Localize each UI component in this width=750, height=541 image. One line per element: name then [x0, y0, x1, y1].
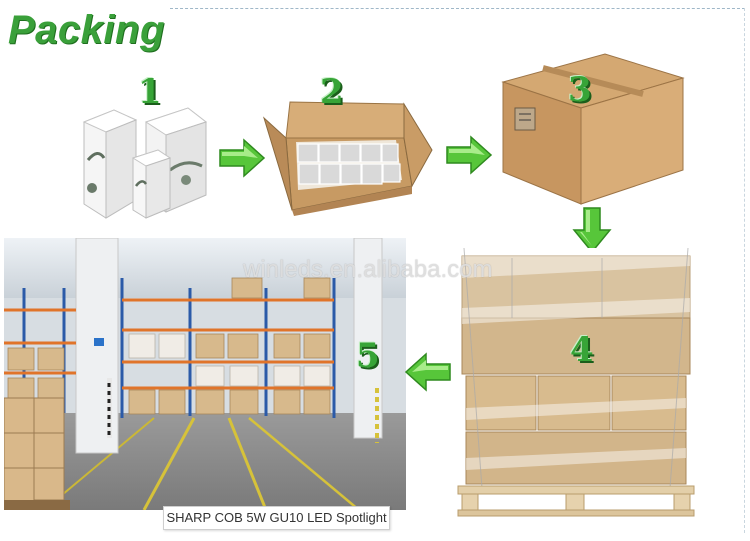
product-boxes-image	[82, 107, 208, 219]
page-title: Packing	[8, 8, 165, 52]
step-2-number: 2	[320, 72, 344, 112]
arrow-right-icon	[219, 138, 266, 178]
arrow-left-icon	[404, 352, 451, 392]
step-3-number: 3	[568, 70, 592, 110]
step-1-number: 1	[138, 72, 162, 112]
warehouse-photo	[4, 238, 406, 510]
arrow-right-icon	[446, 135, 493, 175]
right-divider	[744, 8, 745, 533]
arrow-down-icon	[572, 207, 612, 254]
open-carton-image	[262, 101, 433, 216]
sealed-carton-image	[501, 53, 685, 205]
top-divider	[170, 8, 745, 9]
wrapped-pallet-image	[452, 248, 698, 522]
product-caption: SHARP COB 5W GU10 LED Spotlight	[163, 506, 390, 530]
watermark: winleds.en.alibaba.com	[243, 256, 493, 283]
step-4-number: 4	[570, 330, 594, 370]
step-5-number: 5	[356, 336, 380, 376]
